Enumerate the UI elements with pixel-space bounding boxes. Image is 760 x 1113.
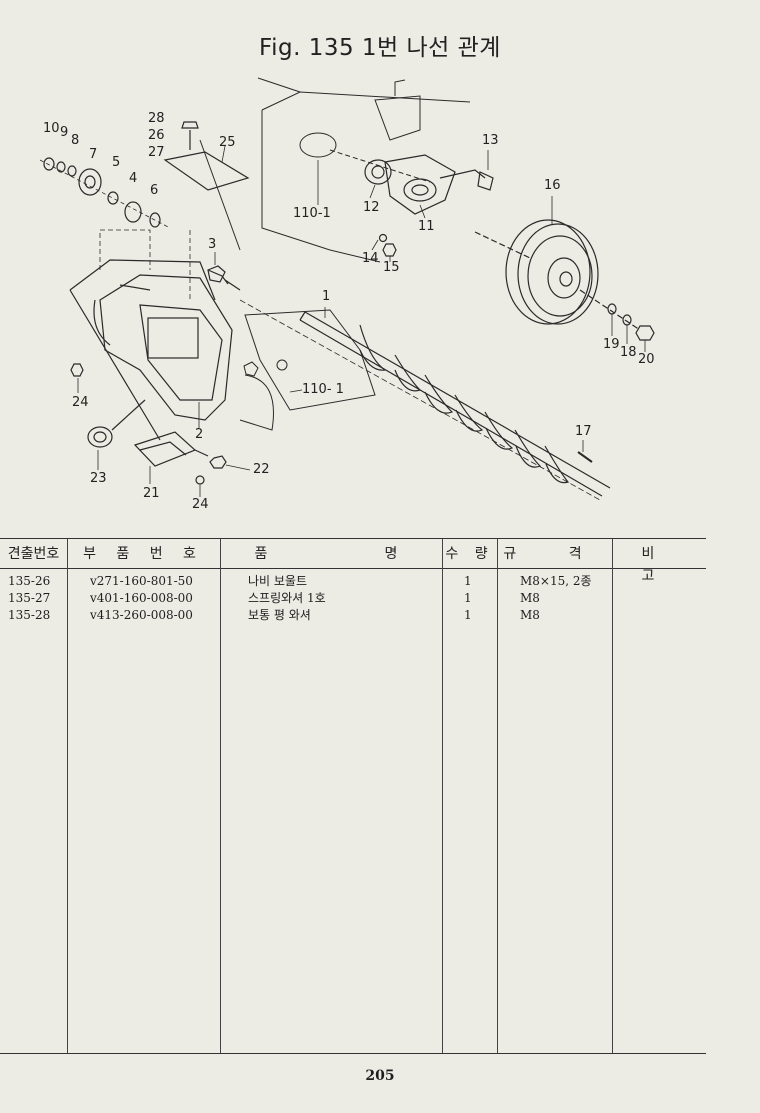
callout-14: 14	[362, 251, 379, 266]
callout-3: 3	[208, 237, 217, 252]
cell-index: 135-28	[8, 608, 51, 622]
cell-index: 135-26	[8, 574, 51, 588]
callout-28: 28	[148, 111, 165, 126]
callout-25: 25	[219, 135, 236, 150]
column-divider	[67, 539, 68, 1053]
cell-part-no: v401-160-008-00	[90, 591, 193, 605]
callout-24-bottom: 24	[192, 497, 209, 512]
header-index-no: 견출번호	[7, 546, 60, 562]
table-row: 135-27 v401-160-008-00 스프링와셔 1호 1 M8	[0, 590, 706, 606]
cell-index: 135-27	[8, 591, 51, 605]
callout-4: 4	[129, 171, 138, 186]
callout-20: 20	[638, 352, 655, 367]
column-divider	[497, 539, 498, 1053]
parts-table: 견출번호 부 품 번 호 품 명 수 량 규 격 비 고 135-26 v271…	[0, 538, 706, 1054]
cell-spec: M8	[520, 608, 540, 622]
callout-11: 11	[418, 219, 435, 234]
header-remarks: 비 고	[641, 546, 677, 584]
cell-part-no: v271-160-801-50	[90, 574, 193, 588]
gearbox-housing	[69, 259, 241, 441]
callout-9: 9	[60, 125, 69, 140]
callout-27: 27	[148, 145, 165, 160]
cell-part-no: v413-260-008-00	[90, 608, 193, 622]
page-number: 205	[365, 1068, 395, 1084]
callout-17: 17	[575, 424, 592, 439]
callout-6: 6	[150, 183, 159, 198]
callout-18: 18	[620, 345, 637, 360]
upper-frame	[199, 77, 471, 263]
header-part-no: 부 품 번 호	[83, 546, 204, 562]
cell-name: 나비 보울트	[248, 574, 308, 588]
table-row: 135-28 v413-260-008-00 보통 평 와셔 1 M8	[0, 607, 706, 623]
callout-10: 10	[43, 121, 60, 136]
exploded-parts-diagram	[39, 77, 655, 501]
header-spec: 규 격	[503, 546, 606, 562]
screw-conveyor	[239, 299, 611, 501]
column-divider	[220, 539, 221, 1053]
callout-2: 2	[195, 427, 204, 442]
cell-spec: M8×15, 2종	[520, 574, 592, 588]
callout-110-1-top: 110-1	[293, 206, 331, 221]
column-divider	[442, 539, 443, 1053]
cell-qty: 1	[464, 608, 472, 622]
callout-19: 19	[603, 337, 620, 352]
header-divider	[0, 568, 706, 569]
callout-24-left: 24	[72, 395, 89, 410]
callout-8: 8	[71, 133, 80, 148]
callout-15: 15	[383, 260, 400, 275]
cell-name: 스프링와셔 1호	[248, 591, 326, 605]
figure-title: Fig. 135 1번 나선 관계	[259, 35, 501, 61]
callout-26: 26	[148, 128, 165, 143]
callout-5: 5	[112, 155, 121, 170]
callout-23: 23	[90, 471, 107, 486]
callout-12: 12	[363, 200, 380, 215]
cell-name: 보통 평 와셔	[248, 608, 311, 622]
pulley	[474, 219, 655, 341]
callout-110-1-mid: 110- 1	[302, 382, 344, 397]
cell-qty: 1	[464, 591, 472, 605]
header-part-name-b: 명	[384, 546, 406, 562]
small-parts	[39, 121, 250, 300]
callout-1: 1	[322, 289, 331, 304]
callout-7: 7	[89, 147, 98, 162]
bearing-holder	[364, 154, 494, 257]
cell-spec: M8	[520, 591, 540, 605]
callout-21: 21	[143, 486, 160, 501]
lower-parts	[70, 363, 227, 485]
guard-plate	[239, 309, 376, 431]
leader-lines	[77, 145, 646, 497]
callout-16: 16	[544, 178, 561, 193]
callout-22: 22	[253, 462, 270, 477]
header-qty: 수 량	[445, 546, 494, 562]
callout-13: 13	[482, 133, 499, 148]
column-divider	[612, 539, 613, 1053]
cell-qty: 1	[464, 574, 472, 588]
table-row: 135-26 v271-160-801-50 나비 보울트 1 M8×15, 2…	[0, 573, 706, 589]
header-part-name-a: 품	[254, 546, 276, 562]
